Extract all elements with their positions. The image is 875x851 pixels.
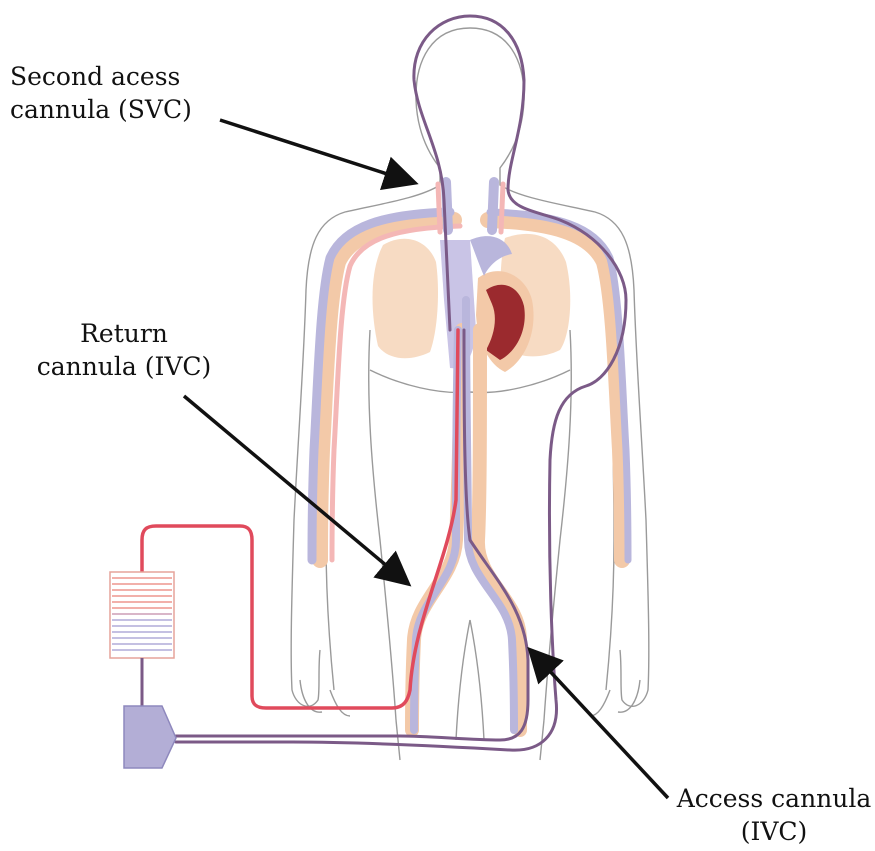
second-access-cannula-label: Second acess cannula (SVC) — [10, 60, 192, 126]
return-label-line2: cannula (IVC) — [24, 350, 224, 383]
ecmo-circuit — [142, 16, 626, 750]
second-access-label-line1: Second acess — [10, 60, 192, 93]
second-access-label-line2: cannula (SVC) — [10, 93, 192, 126]
return-cannula-label: Return cannula (IVC) — [24, 317, 224, 383]
return-arrow — [184, 396, 406, 582]
access-arrow — [532, 652, 668, 798]
oxygenator-icon — [110, 572, 174, 706]
svc-arrow — [220, 120, 412, 182]
return-label-line1: Return — [24, 317, 224, 350]
access-label-line2: (IVC) — [676, 815, 872, 848]
access-label-line1: Access cannula — [676, 782, 872, 815]
centrifugal-pump-icon — [124, 706, 176, 768]
access-cannula-label: Access cannula (IVC) — [676, 782, 872, 848]
neck-vessels — [438, 182, 503, 232]
